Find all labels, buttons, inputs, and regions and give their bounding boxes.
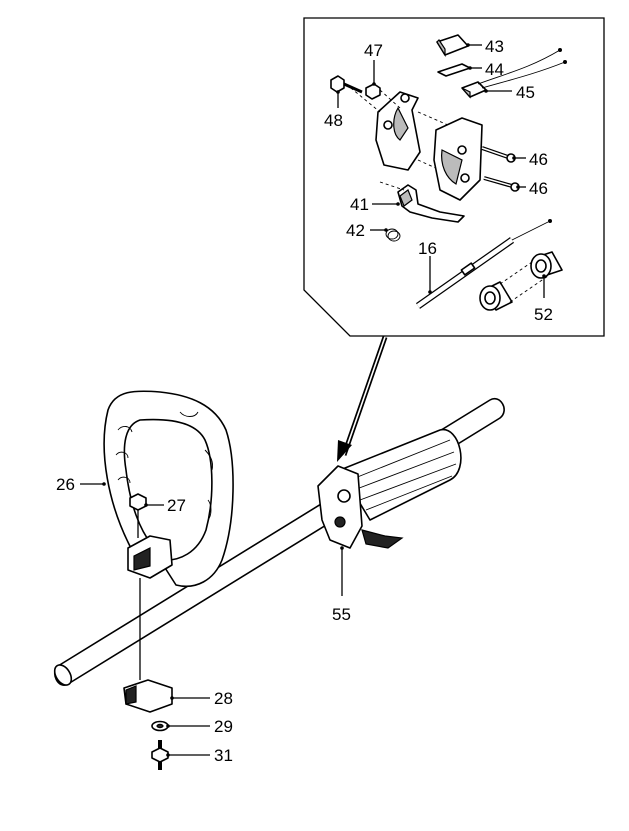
- callout-31: 31: [214, 746, 233, 765]
- part-45-switch: [462, 82, 486, 97]
- callout-26: 26: [56, 475, 75, 494]
- part-27-nut: [130, 494, 146, 510]
- inset-pointer-arrow: [337, 337, 385, 462]
- callout-46b: 46: [529, 179, 548, 198]
- callout-41: 41: [350, 195, 369, 214]
- callout-16: 16: [418, 239, 437, 258]
- part-47-nut: [366, 84, 380, 99]
- callout-48: 48: [324, 111, 343, 130]
- part-42-spring: [386, 229, 400, 241]
- left-housing-half: [376, 92, 420, 170]
- part-43-cover: [437, 35, 468, 55]
- callout-42: 42: [346, 221, 365, 240]
- part-28-lower-clamp: [124, 680, 172, 712]
- callout-44: 44: [485, 60, 504, 79]
- callout-46a: 46: [529, 150, 548, 169]
- callout-29: 29: [214, 717, 233, 736]
- callout-55: 55: [332, 605, 351, 624]
- part-44-plate: [438, 64, 470, 76]
- callout-27: 27: [167, 496, 186, 515]
- part-52-grips: [480, 252, 562, 310]
- part-29-washer: [152, 722, 168, 731]
- callout-43: 43: [485, 37, 504, 56]
- part-46-bolt-b: [484, 178, 519, 191]
- part-46-bolt-a: [482, 148, 515, 162]
- callout-47: 47: [364, 41, 383, 60]
- callout-52: 52: [534, 305, 553, 324]
- callout-45: 45: [516, 83, 535, 102]
- part-31-bolt: [152, 740, 168, 770]
- right-housing-half: [434, 118, 482, 200]
- callout-28: 28: [214, 689, 233, 708]
